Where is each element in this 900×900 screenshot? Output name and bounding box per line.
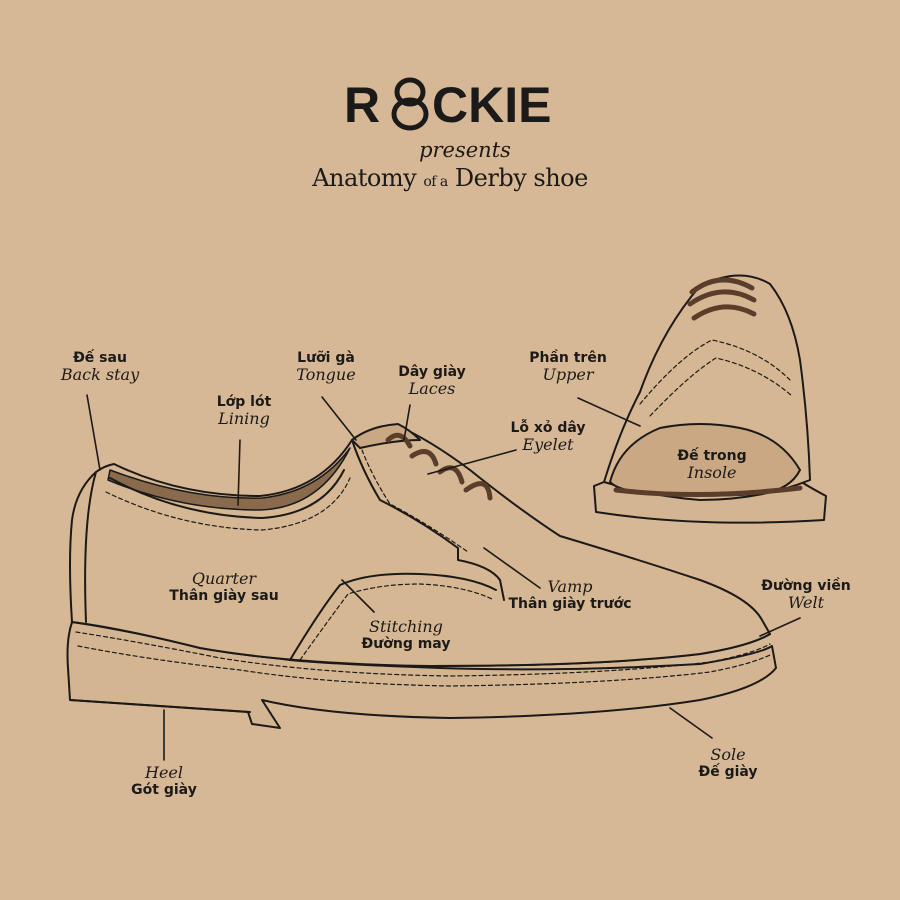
label-upper-vi: Phần trên — [529, 350, 607, 366]
label-insole: Đế trong Insole — [677, 448, 746, 482]
brand-logo: R CKIE — [344, 77, 551, 132]
logo-letters-ckie: CKIE — [432, 77, 551, 132]
label-vamp-en: Vamp — [547, 577, 593, 596]
label-sole: Sole Đế giày — [698, 745, 758, 781]
label-upper-en: Upper — [542, 365, 594, 385]
label-sole-vi: Đế giày — [698, 764, 758, 781]
front-laces — [687, 277, 757, 321]
front-insole-edge — [613, 485, 803, 498]
leader-lines — [86, 394, 801, 761]
sole-stitch — [77, 645, 773, 687]
front-view-shoe — [593, 274, 827, 524]
label-quarter: Quarter Thân giày sau — [169, 569, 279, 605]
quarter-stitch — [299, 583, 495, 661]
label-laces-en: Laces — [408, 379, 456, 399]
label-insole-en: Insole — [687, 463, 737, 483]
label-heel-en: Heel — [144, 763, 184, 782]
page-title: Anatomy of a Derby shoe — [0, 164, 900, 192]
label-lining-en: Lining — [218, 409, 270, 429]
tongue-shape — [351, 423, 421, 449]
front-stitch-2 — [649, 357, 793, 417]
label-heel-vi: Gót giày — [131, 782, 197, 799]
side-view-shoe — [66, 423, 777, 729]
title-part-3: Derby shoe — [454, 164, 588, 192]
label-back-stay-vi: Đế sau — [73, 350, 127, 366]
label-tongue-vi: Lưỡi gà — [297, 350, 355, 366]
upper-shape — [69, 424, 771, 667]
heel-edge — [69, 699, 251, 713]
collar-line — [109, 469, 345, 519]
lining-shape — [107, 447, 351, 511]
collar-stitch — [105, 477, 351, 531]
label-laces: Dây giày Laces — [398, 364, 466, 398]
label-stitching: Stitching Đường may — [361, 617, 451, 653]
label-vamp-vi: Thân giày trước — [508, 596, 632, 613]
logo-figure-eight-icon — [391, 77, 429, 131]
label-stitching-en: Stitching — [369, 617, 443, 636]
label-lining-vi: Lớp lót — [216, 394, 272, 410]
label-welt-en: Welt — [787, 593, 825, 613]
back-stay-strip — [84, 471, 97, 623]
label-insole-vi: Đế trong — [677, 448, 747, 464]
label-stitching-vi: Đường may — [361, 636, 451, 653]
label-welt: Đường viền Welt — [761, 578, 851, 612]
label-eyelet-en: Eyelet — [522, 435, 574, 455]
presents-text: presents — [419, 138, 511, 162]
label-sole-en: Sole — [710, 745, 746, 764]
label-vamp: Vamp Thân giày trước — [508, 577, 632, 613]
label-laces-vi: Dây giày — [398, 364, 466, 380]
title-part-2: of a — [423, 174, 448, 190]
label-lining: Lớp lót Lining — [217, 394, 272, 428]
welt-stitch — [75, 631, 771, 677]
title-part-1: Anatomy — [312, 164, 417, 192]
label-upper: Phần trên Upper — [529, 350, 607, 384]
vamp-stitch — [361, 449, 469, 553]
label-quarter-en: Quarter — [191, 569, 257, 588]
logo-letter-r: R — [344, 77, 380, 132]
side-laces — [385, 432, 493, 501]
label-tongue-en: Tongue — [296, 365, 356, 385]
label-back-stay: Đế sau Back stay — [61, 350, 139, 384]
label-back-stay-en: Back stay — [60, 365, 140, 385]
label-tongue: Lưỡi gà Tongue — [296, 350, 355, 384]
label-quarter-vi: Thân giày sau — [169, 588, 279, 605]
label-eyelet: Lỗ xỏ dây Eyelet — [510, 420, 585, 454]
label-welt-vi: Đường viền — [761, 578, 851, 594]
front-stitch — [639, 339, 791, 405]
quarter-seam — [289, 572, 497, 661]
label-eyelet-vi: Lỗ xỏ dây — [510, 420, 586, 436]
label-heel: Heel Gót giày — [131, 763, 197, 799]
vamp-edge — [351, 439, 505, 601]
